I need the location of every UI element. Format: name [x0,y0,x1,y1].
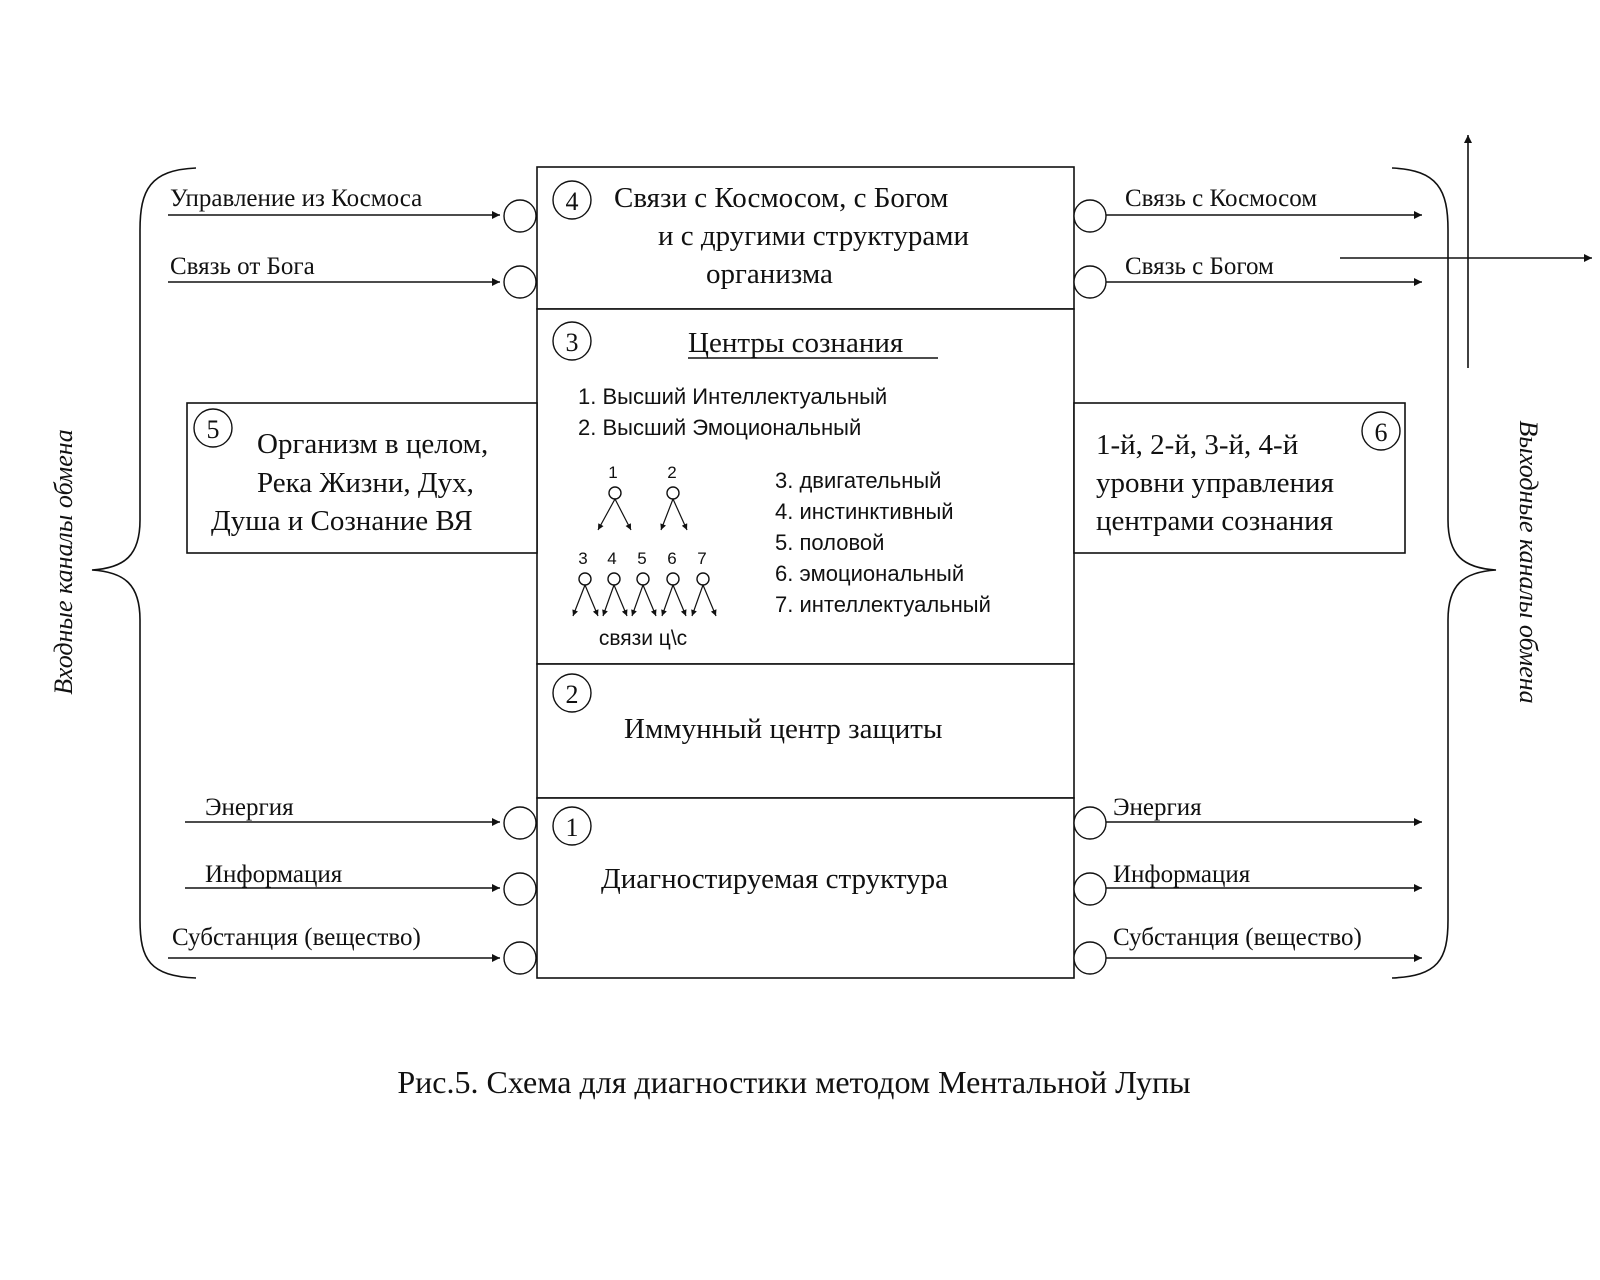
block-6-number: 6 [1375,418,1388,447]
output-top-1-label: Связь с Космосом [1125,185,1317,212]
input-top-2-label: Связь от Бога [170,253,315,280]
block-5-number: 5 [207,415,220,444]
lower-center-7: 7. интеллектуальный [775,592,991,617]
higher-center-1: 1. Высший Интеллектуальный [578,384,887,409]
block-5-line-1: Организм в целом, [257,428,488,460]
input-bottom-2-label: Информация [205,861,343,888]
output-bottom-3-label: Субстанция (вещество) [1113,924,1362,951]
tree-label-7: 7 [697,549,706,568]
input-top-1: Управление из Космоса [168,185,537,233]
tree-node-2 [666,486,680,500]
block-4-number-circle [552,180,592,220]
block-1-title: Диагностируемая структура [601,863,948,895]
tree-label-6: 6 [667,549,676,568]
output-top-1-port [1073,199,1107,233]
tree-node-1 [608,486,622,500]
tree-label-1: 1 [608,463,617,482]
input-top-2: Связь от Бога [168,253,537,299]
block-3-number-circle [552,321,592,361]
block-5-line-3: Душа и Сознание ВЯ [211,505,473,537]
lower-center-4: 4. инстинктивный [775,499,954,524]
links-caption: связи ц\с [599,627,687,650]
output-top-1: Связь с Космосом [1073,185,1422,233]
right-brace-label: Выходные каналы обмена [1514,420,1543,703]
tree-node-7 [696,572,710,586]
input-bottom-3: Субстанция (вещество) [168,924,537,975]
block-5-number-circle [193,408,233,448]
tree-node-3 [578,572,592,586]
tree-node-6 [666,572,680,586]
block-6-line-1: 1-й, 2-й, 3-й, 4-й [1096,429,1298,461]
block-1-number-circle [552,806,592,846]
input-bottom-1-port [503,806,537,840]
input-bottom-3-port [503,941,537,975]
block-1 [536,797,1075,979]
input-bottom-1-label: Энергия [205,794,294,821]
output-bottom-3-port [1073,941,1107,975]
left-brace [91,167,197,979]
block-6 [1073,402,1406,554]
output-top-2-port [1073,265,1107,299]
block-5-line-2: Река Жизни, Дух, [257,467,474,499]
right-brace [1391,167,1497,979]
output-bottom-1-label: Энергия [1113,794,1202,821]
input-top-2-port [503,265,537,299]
block-4-line-2: и с другими структурами [658,220,969,252]
block-3 [536,308,1075,665]
figure-caption: Рис.5. Схема для диагностики методом Мен… [397,1064,1190,1100]
input-bottom-2-port [503,872,537,906]
block-5 [186,402,538,554]
block-4-number: 4 [566,187,579,216]
block-3-number: 3 [566,328,579,357]
block-2 [536,663,1075,799]
block-4-line-1: Связи с Космосом, с Богом [614,182,948,214]
input-bottom-3-label: Субстанция (вещество) [172,924,421,951]
lower-center-6: 6. эмоциональный [775,561,964,586]
tree-label-4: 4 [607,549,616,568]
input-top-1-port [503,199,537,233]
block-2-number-circle [552,673,592,713]
tree-node-4 [607,572,621,586]
output-top-2: Связь с Богом [1073,253,1422,299]
output-top-2-label: Связь с Богом [1125,253,1274,280]
output-bottom-2-label: Информация [1113,861,1251,888]
block-1-number: 1 [566,813,579,842]
input-top-1-label: Управление из Космоса [170,185,422,212]
lower-center-5: 5. половой [775,530,884,555]
input-bottom-2: Информация [185,861,537,906]
block-4-line-3: организма [706,258,833,290]
block-2-number: 2 [566,680,579,709]
left-brace-label: Входные каналы обмена [49,429,78,694]
centers-tree: 1 2 3 4 5 6 7 связи ц\с [572,463,717,650]
tree-label-5: 5 [637,549,646,568]
block-6-line-2: уровни управления [1096,467,1334,499]
output-bottom-1-port [1073,806,1107,840]
lower-center-3: 3. двигательный [775,468,941,493]
block-2-title: Иммунный центр защиты [624,713,942,745]
block-6-number-circle [1361,411,1401,451]
output-bottom-1: Энергия [1073,794,1422,840]
output-bottom-3: Субстанция (вещество) [1073,924,1422,975]
input-bottom-1: Энергия [185,794,537,840]
output-bottom-2-port [1073,872,1107,906]
block-4 [536,166,1075,310]
output-bottom-2: Информация [1073,861,1422,906]
block-3-title: Центры сознания [688,327,903,359]
tree-label-2: 2 [667,463,676,482]
block-6-line-3: центрами сознания [1096,505,1333,537]
higher-center-2: 2. Высший Эмоциональный [578,415,861,440]
tree-label-3: 3 [578,549,587,568]
tree-node-5 [636,572,650,586]
